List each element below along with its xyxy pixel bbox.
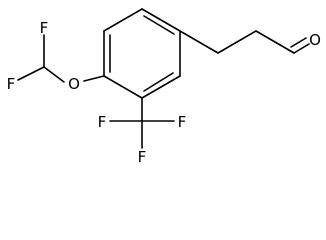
trifluoromethyl-group: F F F <box>98 97 187 166</box>
difluoromethoxy-group: F F O <box>7 19 105 93</box>
cf3-fluorine-left-label: F <box>98 113 107 131</box>
ring-double-bond <box>143 72 174 92</box>
aldehyde-oxygen-label: O <box>309 31 321 49</box>
ring-bond <box>141 8 181 32</box>
carbonyl-bond <box>293 43 310 54</box>
oxygen-to-carbon-bond <box>43 66 65 83</box>
ring-to-oxygen-bond <box>83 75 105 82</box>
ring-bond <box>103 75 143 99</box>
chain-bond <box>217 30 257 54</box>
chemical-structure: F F O F F F O <box>7 8 321 166</box>
ring-double-bond <box>143 15 175 35</box>
fluorine-top-label: F <box>40 19 49 37</box>
ether-oxygen-label: O <box>68 75 80 93</box>
benzene-ring <box>103 8 181 99</box>
chain-bond <box>255 30 295 54</box>
chain-bond <box>179 30 219 54</box>
ring-bond <box>103 8 143 32</box>
ring-bond <box>141 75 181 99</box>
cf3-fluorine-right-label: F <box>178 113 187 131</box>
cf3-fluorine-bottom-label: F <box>138 148 147 166</box>
carbonyl-double-bond <box>290 37 307 48</box>
carbon-to-f-left-bond <box>17 66 45 81</box>
propanal-chain: O <box>179 30 321 54</box>
fluorine-left-label: F <box>7 75 16 93</box>
